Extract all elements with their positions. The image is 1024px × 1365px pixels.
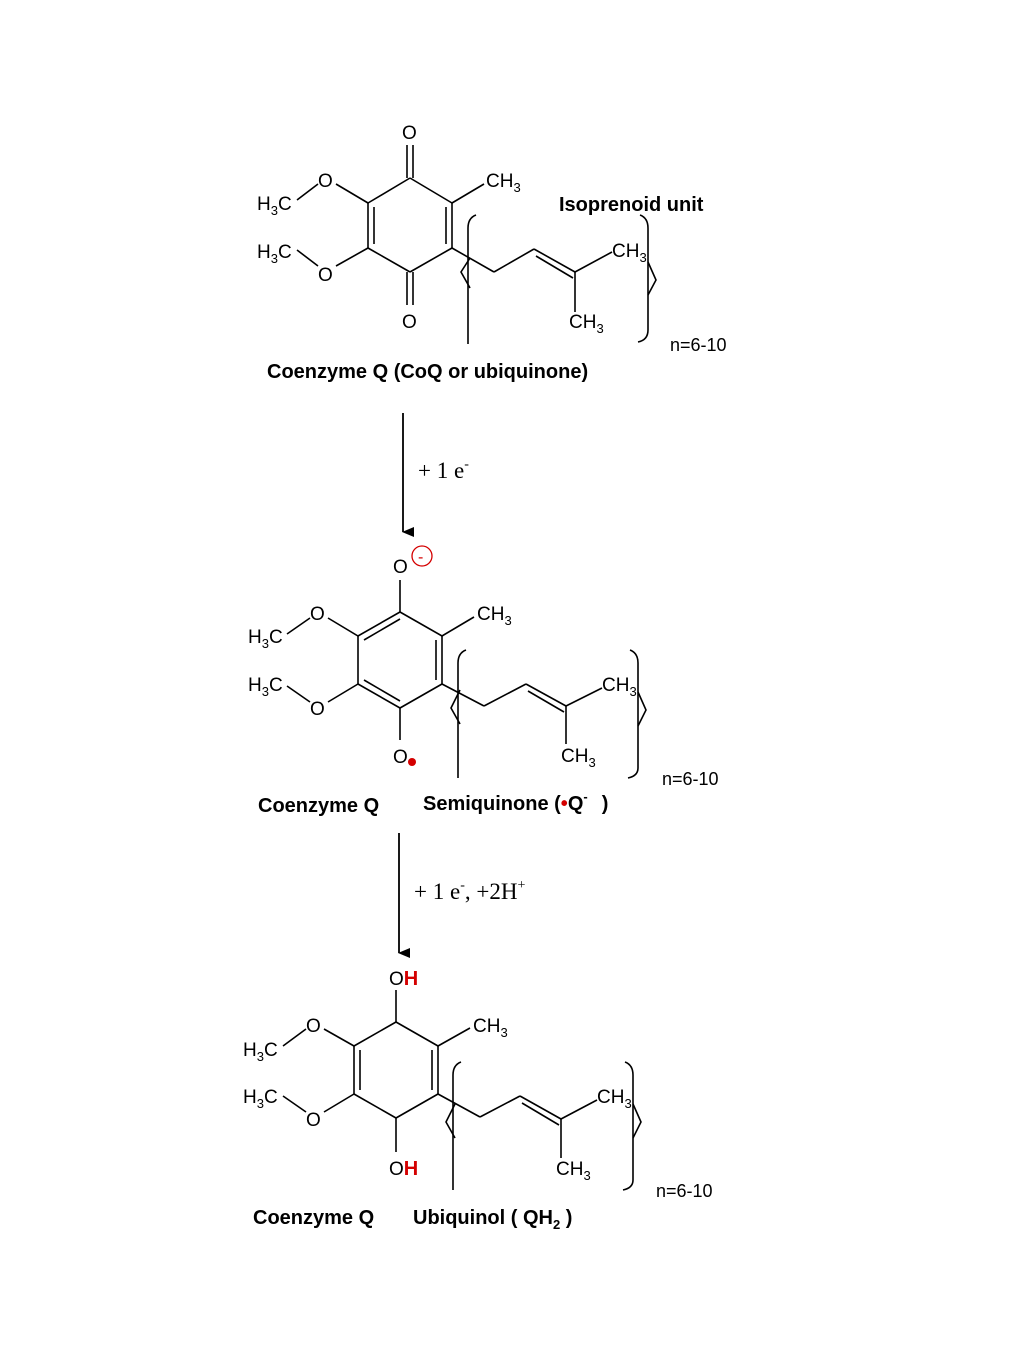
semiquinone-caption: Semiquinone (•Q-) bbox=[423, 789, 608, 815]
anion-o: O bbox=[393, 557, 408, 578]
repeat-count-3: n=6-10 bbox=[656, 1181, 713, 1201]
ubiquinone-caption: Coenzyme Q (CoQ or ubiquinone) bbox=[267, 361, 588, 383]
chain-methyl-group-3: CH3 bbox=[602, 675, 637, 699]
ubiquinol-caption-left: Coenzyme Q bbox=[253, 1207, 374, 1229]
ubiquinone-labels: O O O O H3C H3C CH3 CH3 CH3 Isoprenoid u… bbox=[257, 123, 727, 383]
ring-methyl-group-2: CH3 bbox=[477, 604, 512, 628]
hydroxyl-top: OH bbox=[389, 968, 418, 990]
reduction-arrow-1: + 1 e- bbox=[402, 413, 469, 537]
ether-o-5: O bbox=[306, 1016, 321, 1037]
ether-o-1: O bbox=[318, 171, 333, 192]
methoxy-group-1: H3C bbox=[257, 194, 292, 218]
ubiquinol-structure bbox=[282, 990, 642, 1191]
methoxy-group-3: H3C bbox=[248, 627, 283, 651]
chain-methyl-group-5: CH3 bbox=[597, 1087, 632, 1111]
carbonyl-o-bottom: O bbox=[402, 312, 417, 333]
reduction-arrow-2: + 1 e-, +2H+ bbox=[398, 833, 525, 958]
step2-label: + 1 e-, +2H+ bbox=[414, 878, 525, 904]
ring-methyl-group: CH3 bbox=[486, 171, 521, 195]
radical-dot-icon bbox=[408, 758, 416, 766]
semiquinone-structure bbox=[286, 580, 647, 779]
chain-methyl-group-6: CH3 bbox=[556, 1159, 591, 1183]
svg-text:-: - bbox=[418, 549, 423, 566]
repeat-count-2: n=6-10 bbox=[662, 769, 719, 789]
methoxy-group-6: H3C bbox=[243, 1087, 278, 1111]
semiquinone-labels: O - O O O H3C H3C CH3 CH3 CH3 n=6-10 Coe… bbox=[248, 545, 719, 817]
hydroxyl-bottom: OH bbox=[389, 1158, 418, 1180]
chain-methyl-group-2: CH3 bbox=[569, 312, 604, 336]
ether-o-4: O bbox=[310, 699, 325, 720]
ring-methyl-group-3: CH3 bbox=[473, 1016, 508, 1040]
radical-o: O bbox=[393, 747, 408, 768]
repeat-count-1: n=6-10 bbox=[670, 335, 727, 355]
ubiquinol-caption: Ubiquinol ( QH2 ) bbox=[413, 1207, 572, 1232]
semiquinone-caption-left: Coenzyme Q bbox=[258, 795, 379, 817]
ubiquinol-labels: OH OH O O H3C H3C CH3 CH3 CH3 n=6-10 Coe… bbox=[243, 968, 713, 1232]
step1-label: + 1 e- bbox=[418, 457, 469, 483]
methoxy-group-4: H3C bbox=[248, 675, 283, 699]
ether-o-3: O bbox=[310, 604, 325, 625]
chain-methyl-group-4: CH3 bbox=[561, 746, 596, 770]
ether-o-2: O bbox=[318, 265, 333, 286]
ether-o-6: O bbox=[306, 1110, 321, 1131]
methoxy-group-2: H3C bbox=[257, 242, 292, 266]
methoxy-group-5: H3C bbox=[243, 1040, 278, 1064]
carbonyl-o-top: O bbox=[402, 123, 417, 144]
isoprenoid-unit-label: Isoprenoid unit bbox=[559, 194, 704, 216]
ubiquinone-structure bbox=[296, 145, 657, 344]
chain-methyl-group-1: CH3 bbox=[612, 241, 647, 265]
negative-charge-icon: - bbox=[411, 545, 433, 567]
